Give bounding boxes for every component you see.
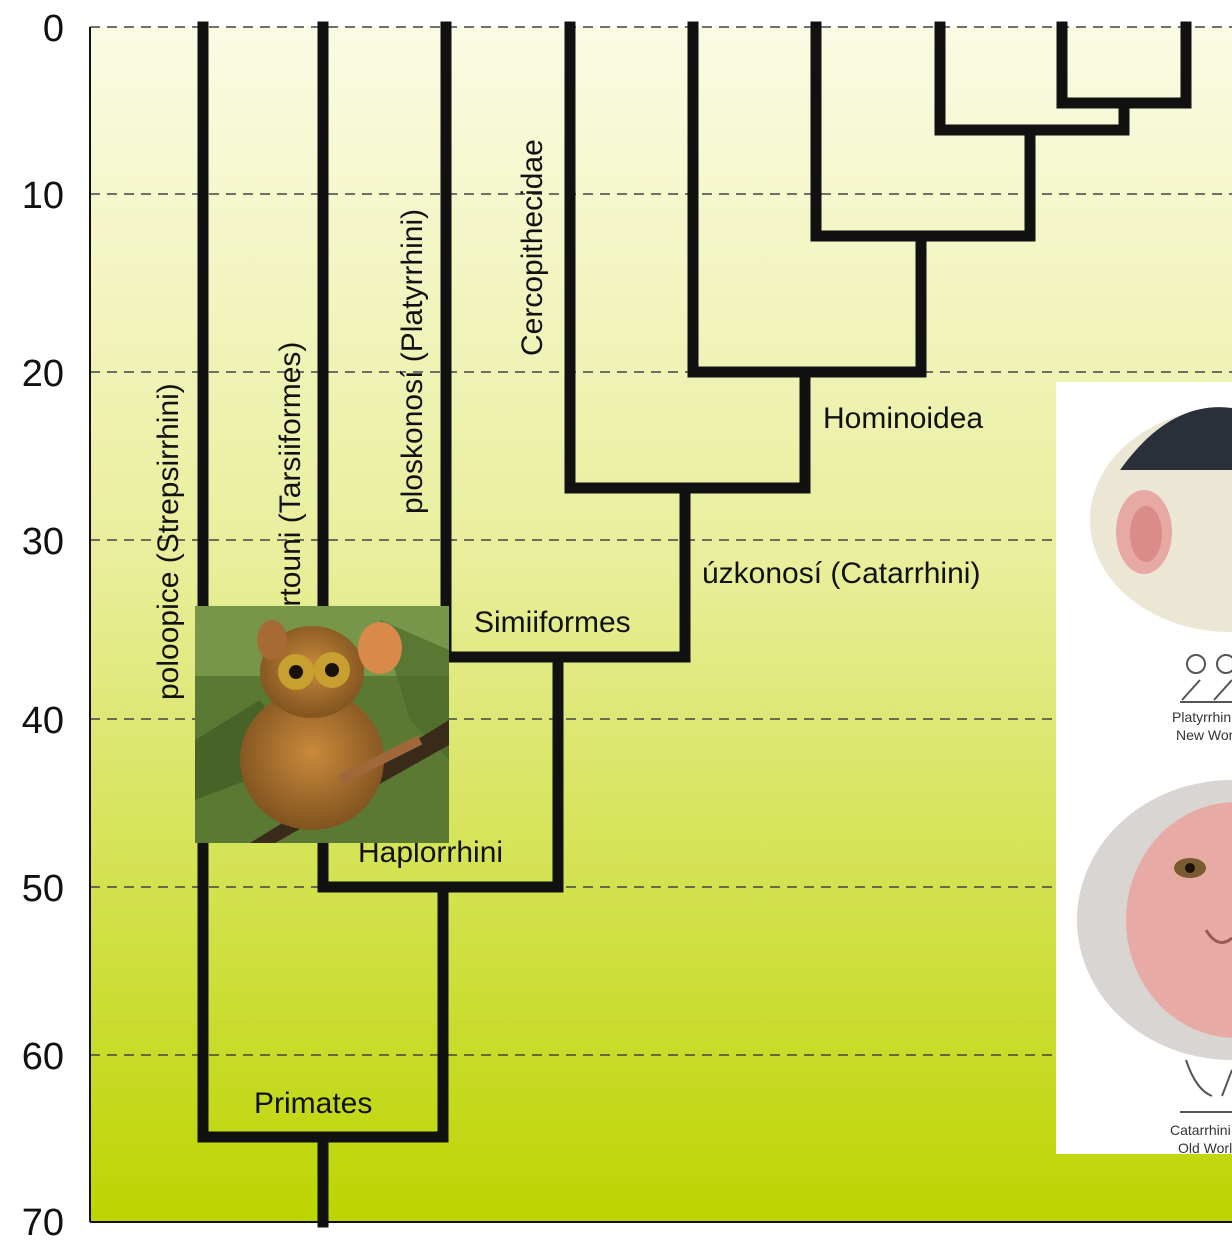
label-primates: Primates: [254, 1087, 372, 1120]
tick-label-30: 30: [22, 521, 64, 563]
label-platyrrhini: ploskonosí (Platyrrhini): [396, 209, 429, 514]
monkey-illustration-inset: Platyrrhini New World Catarrhini Old Wor…: [1056, 382, 1232, 1156]
y-tick-labels: 0 10 20 30 40 50 60 70: [22, 8, 64, 1241]
inset-caption-bottom-2: Old World: [1178, 1140, 1232, 1156]
label-strepsirrhini: poloopice (Strepsirrhini): [152, 383, 185, 700]
tick-label-20: 20: [22, 353, 64, 395]
inset-caption-top-1: Platyrrhini: [1172, 709, 1232, 725]
tick-label-0: 0: [43, 8, 64, 50]
tick-label-60: 60: [22, 1036, 64, 1078]
tick-label-70: 70: [22, 1202, 64, 1241]
label-cercopithecidae: Cercopithecidae: [516, 139, 549, 356]
label-hominoidea: Hominoidea: [823, 402, 983, 435]
label-tarsiiformes: nártouni (Tarsiiformes): [274, 342, 307, 640]
inset-caption-top-2: New World: [1176, 727, 1232, 743]
inset-caption-bottom-1: Catarrhini: [1170, 1122, 1231, 1138]
tick-label-40: 40: [22, 700, 64, 742]
tick-label-50: 50: [22, 868, 64, 910]
label-simiiformes: Simiiformes: [474, 606, 631, 639]
tarsier-photo: [195, 606, 449, 843]
label-catarrhini: úzkonosí (Catarrhini): [702, 557, 980, 590]
tick-label-10: 10: [22, 175, 64, 217]
